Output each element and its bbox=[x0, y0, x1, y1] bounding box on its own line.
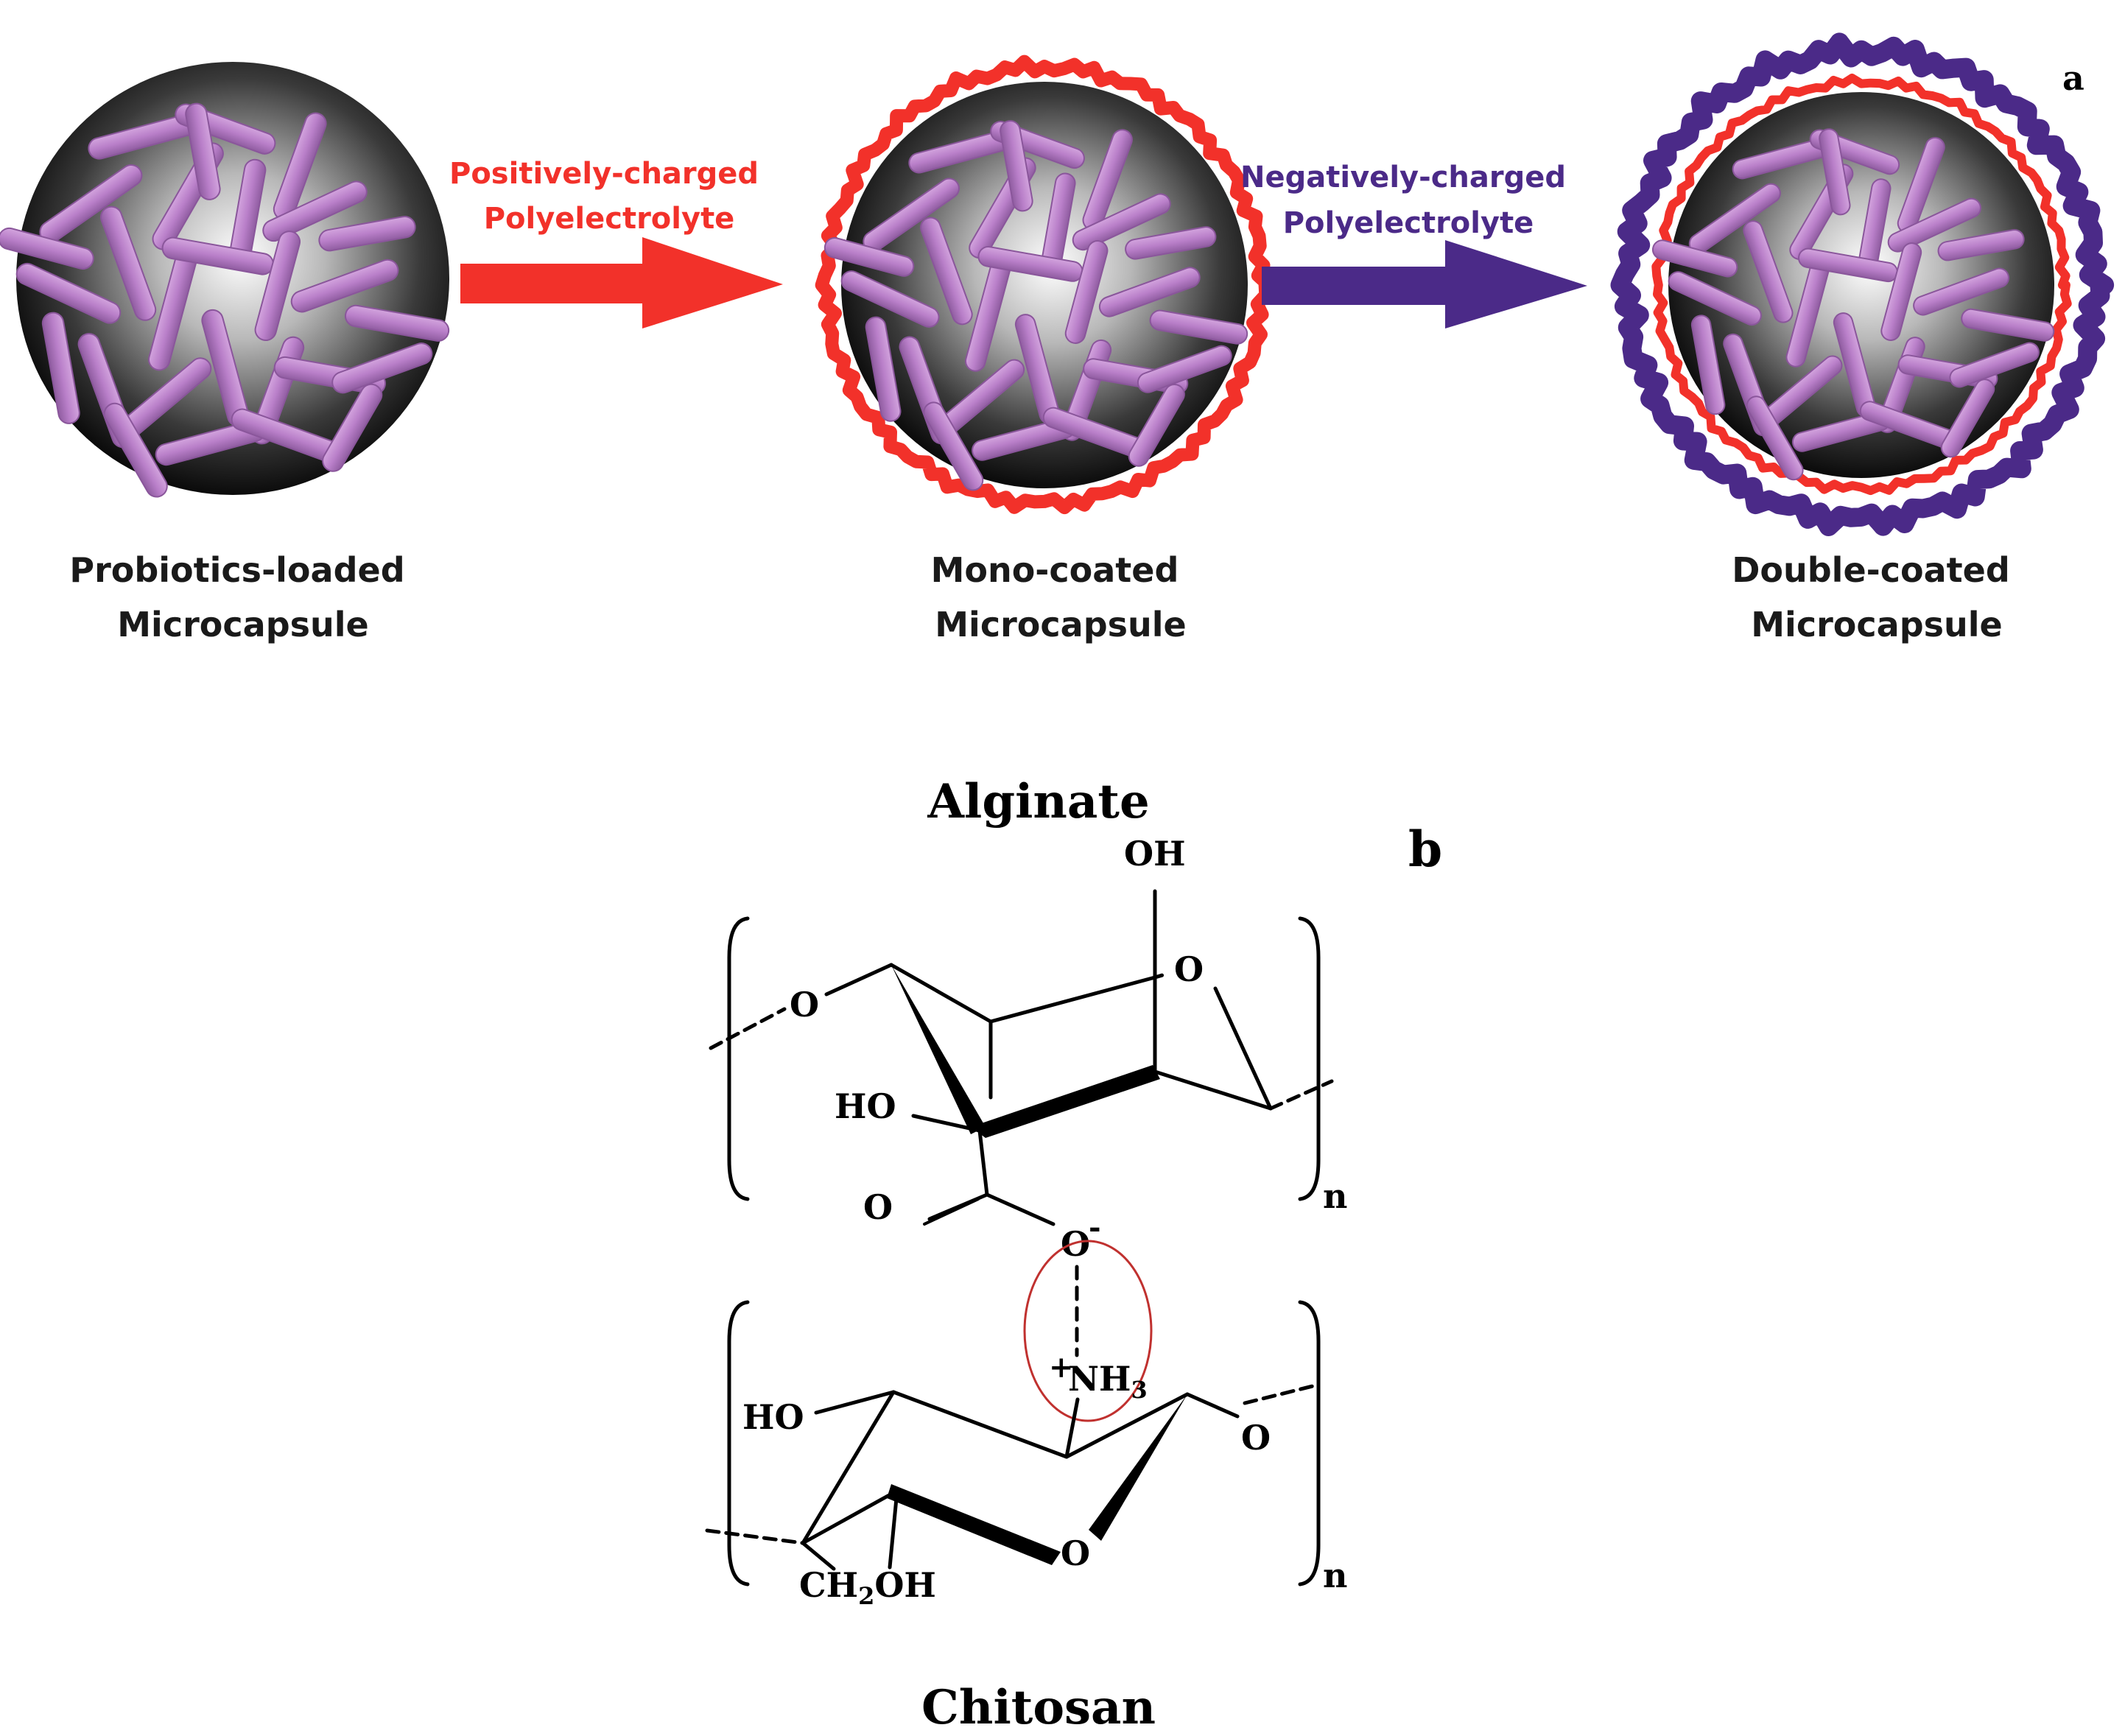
ammonium-charge: + bbox=[1049, 1350, 1074, 1385]
alginate-repeat-n: n bbox=[1323, 1176, 1347, 1216]
arrow-1-shape bbox=[460, 237, 783, 328]
probiotic-bacterium bbox=[1064, 240, 1109, 344]
probiotic-bacterium bbox=[322, 383, 383, 472]
positive-coating bbox=[1651, 74, 2072, 496]
probiotic-bacterium bbox=[1128, 383, 1185, 467]
probiotic-bacterium bbox=[923, 401, 984, 491]
alginate-ring-o: O bbox=[1174, 949, 1204, 989]
chitosan-ring-o: O bbox=[1061, 1533, 1090, 1573]
probiotics-loaded-microcapsule bbox=[0, 62, 450, 498]
probiotic-bacterium bbox=[1000, 120, 1033, 212]
panel-a-label: a bbox=[2062, 58, 2084, 98]
chitosan-title: Chitosan bbox=[921, 1680, 1156, 1735]
alginate-oh-top: OH bbox=[1124, 834, 1186, 874]
ionic-interaction-circle bbox=[1023, 1240, 1153, 1422]
probiotic-bacterium bbox=[1880, 242, 1922, 341]
probiotic-bacterium bbox=[1668, 271, 1762, 326]
probiotic-bacterium bbox=[1743, 220, 1794, 323]
probiotic-bacterium bbox=[1913, 267, 2010, 316]
probiotic-bacterium bbox=[41, 312, 80, 424]
chitosan-repeat-n: n bbox=[1323, 1556, 1347, 1595]
arrow-2-label: Negatively-charged Polyelectrolyte bbox=[1240, 161, 1576, 240]
probiotic-bacterium bbox=[1819, 128, 1851, 216]
carboxylate-o: O bbox=[1061, 1224, 1090, 1264]
probiotic-bacterium bbox=[1746, 396, 1804, 481]
alginate-bracket-right bbox=[1298, 916, 1321, 1201]
arrow-1-label: Positively-charged Polyelectrolyte bbox=[449, 157, 769, 236]
probiotic-bacterium bbox=[331, 342, 433, 394]
positive-polyelectrolyte-arrow bbox=[460, 237, 783, 328]
ammonium-nh: NH3 bbox=[1068, 1359, 1148, 1404]
probiotic-bacterium bbox=[254, 231, 301, 341]
alginate-ho: HO bbox=[835, 1086, 896, 1126]
alginate-link-o: O bbox=[790, 985, 819, 1025]
probiotic-bacterium bbox=[318, 216, 416, 252]
chitosan-ho: HO bbox=[742, 1397, 804, 1437]
probiotic-bacterium bbox=[1149, 309, 1248, 345]
arrow-2-shape bbox=[1262, 240, 1587, 328]
probiotic-bacterium bbox=[1937, 229, 2025, 261]
probiotic-bacterium bbox=[290, 259, 399, 313]
mono-coated-microcapsule bbox=[815, 55, 1276, 515]
probiotic-bacterium bbox=[0, 227, 94, 270]
probiotic-bacterium bbox=[1098, 267, 1201, 317]
probiotic-bacterium bbox=[865, 316, 902, 422]
probiotic-bacterium bbox=[920, 217, 973, 326]
panel-b-label: b bbox=[1408, 820, 1442, 878]
probiotic-bacterium bbox=[840, 270, 940, 328]
negative-polyelectrolyte-arrow bbox=[1262, 240, 1587, 328]
chitosan-link-o: O bbox=[1241, 1418, 1271, 1458]
probiotic-bacterium bbox=[1690, 314, 1726, 415]
chitosan-ring bbox=[705, 1382, 1321, 1571]
probiotic-bacterium bbox=[823, 237, 915, 277]
probiotic-bacterium bbox=[1961, 308, 2055, 342]
negative-coating bbox=[1610, 32, 2115, 536]
probiotic-bacterium bbox=[1125, 226, 1217, 260]
panel-b: b Alginate Chitosan n OH bbox=[705, 774, 1442, 1735]
probiotic-bacterium bbox=[100, 205, 157, 321]
probiotic-bacterium bbox=[103, 402, 168, 498]
panel-a: a Probiotics-loaded Microcapsule Positiv… bbox=[0, 32, 2115, 644]
probiotic-bacterium bbox=[15, 262, 122, 324]
double-coated-microcapsule bbox=[1610, 32, 2115, 536]
probiotic-bacterium bbox=[1072, 193, 1171, 251]
capsule-3-label: Double-coated Microcapsule bbox=[1732, 550, 2022, 644]
probiotic-bacterium bbox=[262, 180, 368, 242]
alginate-ring bbox=[709, 889, 1334, 1226]
alginate-bracket-left bbox=[727, 916, 750, 1201]
capsule-2-label: Mono-coated Microcapsule bbox=[931, 550, 1191, 644]
probiotic-bacterium bbox=[1651, 239, 1738, 278]
alginate-carbonyl-o: O bbox=[863, 1187, 893, 1227]
probiotic-bacterium bbox=[1940, 379, 1995, 458]
probiotic-bacterium bbox=[1137, 345, 1232, 393]
probiotic-bacterium bbox=[185, 102, 221, 200]
alginate-title: Alginate bbox=[927, 774, 1149, 829]
probiotic-bacterium bbox=[344, 304, 450, 342]
chitosan-bracket-right bbox=[1298, 1300, 1321, 1586]
capsule-1-label: Probiotics-loaded Microcapsule bbox=[69, 550, 416, 644]
probiotic-bacterium bbox=[1949, 342, 2040, 388]
chitosan-bracket-left bbox=[727, 1300, 750, 1586]
probiotic-bacterium bbox=[1887, 197, 1981, 253]
chitosan-ch2oh: CH2OH bbox=[799, 1565, 936, 1610]
carboxylate-charge: - bbox=[1089, 1210, 1101, 1245]
positive-coating bbox=[815, 55, 1276, 515]
